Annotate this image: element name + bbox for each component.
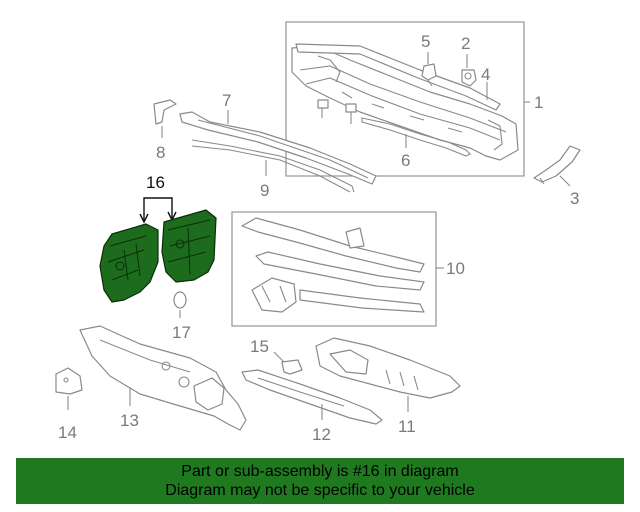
highlighted-part-16-left bbox=[99, 223, 159, 303]
fastener-set bbox=[317, 99, 357, 124]
clip-part-2 bbox=[461, 69, 477, 87]
highlighted-part-16-right bbox=[161, 209, 217, 283]
callout-16: 16 bbox=[146, 173, 165, 192]
cover-part-14 bbox=[55, 367, 83, 395]
callout-9: 9 bbox=[260, 181, 269, 200]
bolt-part-5 bbox=[421, 63, 437, 87]
bracket-part-3 bbox=[533, 145, 581, 185]
leader-16 bbox=[143, 197, 173, 220]
callout-3: 3 bbox=[570, 189, 579, 208]
panel-group-10 bbox=[241, 217, 425, 313]
banner-line-1: Part or sub-assembly is #16 in diagram bbox=[181, 463, 459, 480]
rod-part-9 bbox=[191, 139, 355, 193]
callout-1: 1 bbox=[534, 93, 543, 112]
group-box-cowl-panel bbox=[285, 21, 525, 177]
clip-part-15 bbox=[281, 359, 303, 375]
rail-part-7 bbox=[179, 111, 377, 185]
callout-7: 7 bbox=[222, 91, 231, 110]
parts-diagram: 1 5 2 4 6 3 8 7 9 16 17 bbox=[55, 21, 581, 444]
group-box-10 bbox=[231, 211, 437, 327]
leader-15 bbox=[273, 351, 285, 363]
banner-line-2: Diagram may not be specific to your vehi… bbox=[165, 482, 475, 499]
callout-6: 6 bbox=[401, 151, 410, 170]
callout-14: 14 bbox=[58, 423, 77, 442]
seal-part-6 bbox=[361, 117, 471, 157]
callout-5: 5 bbox=[421, 32, 430, 51]
callout-15: 15 bbox=[250, 337, 269, 356]
grommet-part-17 bbox=[173, 291, 187, 309]
callout-4: 4 bbox=[481, 65, 490, 84]
leader-16-arrow-left bbox=[139, 213, 149, 224]
callout-17: 17 bbox=[172, 323, 191, 342]
info-banner: Part or sub-assembly is #16 in diagram D… bbox=[16, 458, 624, 504]
callout-13: 13 bbox=[120, 411, 139, 430]
callout-11: 11 bbox=[398, 417, 416, 436]
callout-8: 8 bbox=[156, 143, 165, 162]
insulator-part-12 bbox=[241, 369, 383, 425]
cowl-top-panel bbox=[291, 43, 519, 161]
dash-panel-part-13 bbox=[79, 325, 247, 431]
bracket-part-8 bbox=[153, 99, 177, 125]
insulator-part-11 bbox=[315, 337, 461, 399]
callout-2: 2 bbox=[461, 34, 470, 53]
leader-3 bbox=[559, 175, 571, 187]
callout-12: 12 bbox=[312, 425, 331, 444]
callout-10: 10 bbox=[446, 259, 465, 278]
